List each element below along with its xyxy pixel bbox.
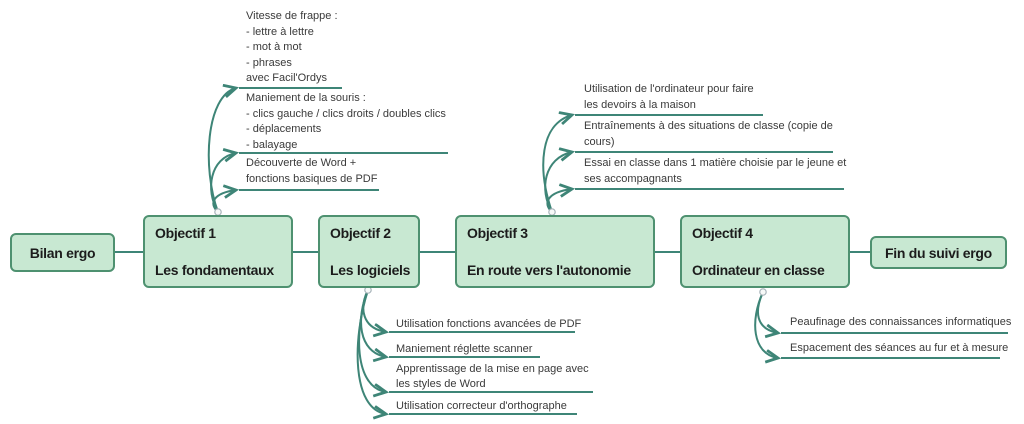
annotation-ordinateur-devoirs[interactable]: Utilisation de l'ordinateur pour faire l… [584,83,754,111]
underlines-obj1 [239,87,448,191]
underlines-obj3 [575,114,844,190]
branches-obj1 [207,88,236,213]
node-title: Fin du suivi ergo [885,244,992,261]
node-fin-du-suivi[interactable]: Fin du suivi ergo [870,236,1007,269]
annotation-espacement[interactable]: Espacement des séances au fur et à mesur… [790,342,1009,354]
annotation-decouverte-word[interactable]: Découverte de Word + fonctions basiques … [246,157,378,185]
annotation-reglette-scanner[interactable]: Maniement réglette scanner [396,343,533,355]
annotation-essai-en-classe[interactable]: Essai en classe dans 1 matière choisie p… [584,157,847,185]
branches-obj3 [542,115,572,213]
annotation-mise-en-page-word[interactable]: Apprentissage de la mise en page avec le… [396,363,589,390]
node-subtitle: En route vers l'autonomie [467,262,631,278]
annotation-pdf-avance[interactable]: Utilisation fonctions avancées de PDF [396,318,582,330]
annotation-correcteur[interactable]: Utilisation correcteur d'orthographe [396,400,567,412]
branches-obj4 [754,291,778,358]
node-title: Objectif 3 [467,225,528,241]
node-subtitle: Les fondamentaux [155,262,274,278]
node-bilan-ergo[interactable]: Bilan ergo [10,233,115,272]
underlines-obj2 [389,331,593,415]
node-objectif-1[interactable]: Objectif 1 Les fondamentaux [143,215,293,288]
node-objectif-3[interactable]: Objectif 3 En route vers l'autonomie [455,215,655,288]
node-title: Objectif 1 [155,225,216,241]
node-objectif-2[interactable]: Objectif 2 Les logiciels [318,215,420,288]
node-title: Bilan ergo [29,244,96,261]
annotation-maniement-souris[interactable]: Maniement de la souris : - clics gauche … [246,92,446,151]
branches-obj2 [356,289,386,414]
node-title: Objectif 2 [330,225,391,241]
annotation-vitesse-de-frappe[interactable]: Vitesse de frappe : - lettre à lettre - … [246,10,338,84]
annotation-peaufinage[interactable]: Peaufinage des connaissances informatiqu… [790,316,1012,328]
underlines-obj4 [781,332,1008,359]
node-subtitle: Les logiciels [330,262,411,278]
annotation-entrainements[interactable]: Entraînements à des situations de classe… [584,120,833,148]
node-title: Objectif 4 [692,225,753,241]
node-subtitle: Ordinateur en classe [692,262,825,278]
node-objectif-4[interactable]: Objectif 4 Ordinateur en classe [680,215,850,288]
anchor-obj4-bottom [759,288,767,296]
